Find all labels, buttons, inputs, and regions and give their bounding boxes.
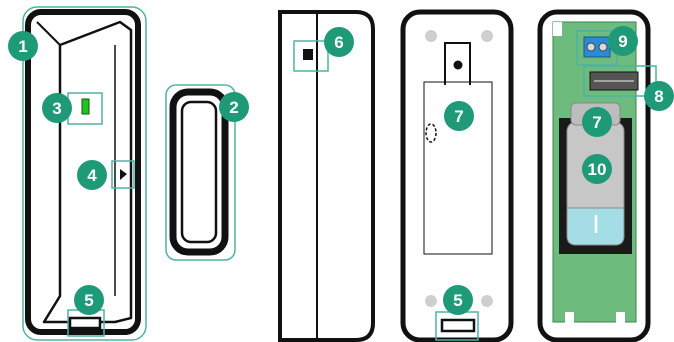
callout-frame-1 (22, 6, 147, 341)
callout-badge-label: 10 (588, 160, 607, 179)
callout-badges: 1 2 3 4 5 6 7 5 9 8 7 10 (8, 26, 674, 315)
callout-badge-circle (77, 160, 107, 190)
callout-badge-circle (42, 93, 72, 123)
back-cover-plate (423, 81, 493, 255)
tamper-switch (303, 49, 313, 60)
callout-badge-circle (582, 154, 612, 184)
screw-hole-bl (425, 295, 437, 307)
callout-badge-10: 8 (644, 81, 674, 111)
screw-hole-tl (425, 30, 437, 42)
callout-badge-5: 5 (74, 285, 104, 315)
callout-badge-circle (324, 27, 354, 57)
pcb-tab-left (565, 312, 574, 326)
callout-badge-circle (608, 26, 638, 56)
callout-frame-8 (583, 65, 657, 97)
mount-clip (444, 42, 471, 85)
release-notch (425, 123, 437, 143)
callout-badge-label: 3 (52, 99, 61, 118)
callout-badge-7: 7 (444, 101, 474, 131)
callout-frame-2 (165, 84, 236, 261)
callout-badge-circle (219, 92, 249, 122)
callout-badge-3: 3 (42, 93, 72, 123)
callout-badge-circle (444, 101, 474, 131)
callout-badge-label: 7 (454, 107, 463, 126)
callout-badge-1: 1 (8, 31, 38, 61)
callout-badge-circle (644, 81, 674, 111)
callout-badge-circle (8, 31, 38, 61)
callout-badge-label: 7 (592, 113, 601, 132)
callout-badge-label: 2 (229, 98, 238, 117)
screw-slot (68, 316, 102, 330)
pcb-notch (553, 22, 562, 36)
terminal-screw-1 (586, 42, 596, 52)
callout-frame-4 (111, 160, 135, 189)
mount-hole (453, 60, 463, 70)
screw-slot-back (440, 318, 476, 333)
led-indicator (81, 98, 90, 115)
callout-frame-6 (293, 40, 329, 72)
terminal-screw-2 (598, 42, 608, 52)
pcb-tab-right (616, 312, 625, 326)
callout-badge-label: 6 (334, 33, 343, 52)
screw-hole-br (481, 295, 493, 307)
callout-badge-label: 1 (18, 37, 27, 56)
sensor-side-view (278, 10, 375, 342)
callout-badge-label: 4 (87, 166, 97, 185)
callout-badge-circle (443, 285, 473, 315)
callout-badge-6: 6 (324, 27, 354, 57)
magnet-inner (180, 100, 218, 244)
sensor-side-body (278, 10, 375, 342)
screw-hole-tr (481, 30, 493, 42)
sensor-back-view (400, 9, 514, 342)
callout-badge-label: 5 (453, 291, 462, 310)
magnet-view (165, 84, 236, 261)
callout-badge-12: 10 (582, 154, 612, 184)
callout-badge-4: 4 (77, 160, 107, 190)
callout-badge-label: 9 (618, 32, 627, 51)
callout-badge-label: 8 (654, 87, 663, 106)
callout-badge-8: 5 (443, 285, 473, 315)
callout-badge-label: 5 (84, 291, 93, 310)
callout-badge-9: 9 (608, 26, 638, 56)
callout-badge-circle (74, 285, 104, 315)
callout-badge-2: 2 (219, 92, 249, 122)
bevel-edge-top (36, 21, 61, 46)
arrow-mark-icon (120, 169, 127, 180)
callout-badge-11: 7 (582, 107, 612, 137)
callout-badge-circle (582, 107, 612, 137)
